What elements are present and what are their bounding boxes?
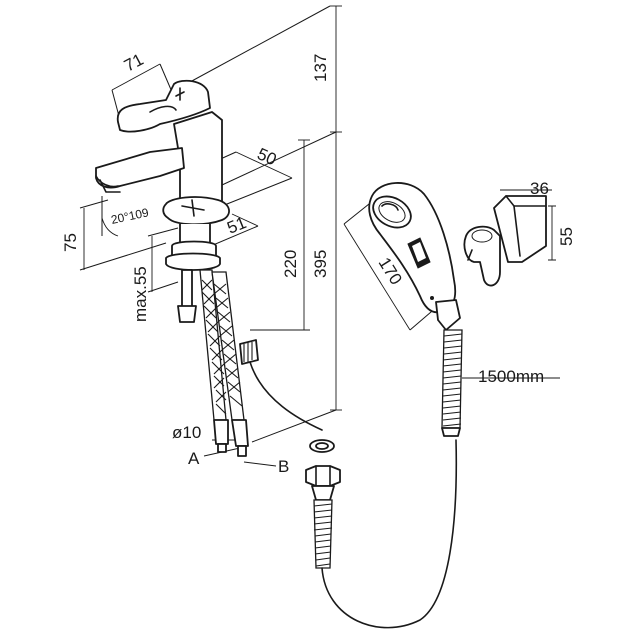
dim-label-diameter: ø10 <box>172 423 201 442</box>
dim-label-angle: 20°109 <box>110 205 151 227</box>
dim-label-395: 395 <box>311 250 330 278</box>
dim-label-137: 137 <box>311 54 330 82</box>
inlet-label-a: A <box>188 449 200 468</box>
hose-fitting <box>305 439 458 629</box>
inlet-label-b: B <box>278 457 289 476</box>
dim-label-50: 50 <box>254 144 279 169</box>
dim-label-75: 75 <box>61 233 80 252</box>
hand-shower <box>368 182 463 437</box>
wall-holder <box>463 195 547 287</box>
spout <box>95 147 185 189</box>
faucet <box>95 79 259 457</box>
dim-label-max55: max.55 <box>131 266 150 322</box>
connecting-hose <box>249 361 323 431</box>
base-plate <box>162 196 230 226</box>
dim-label-36: 36 <box>530 179 549 198</box>
dim-label-220: 220 <box>281 250 300 278</box>
dim-label-55: 55 <box>557 227 576 246</box>
dim-label-71: 71 <box>121 50 147 76</box>
dim-label-1500mm: 1500mm <box>478 367 544 386</box>
